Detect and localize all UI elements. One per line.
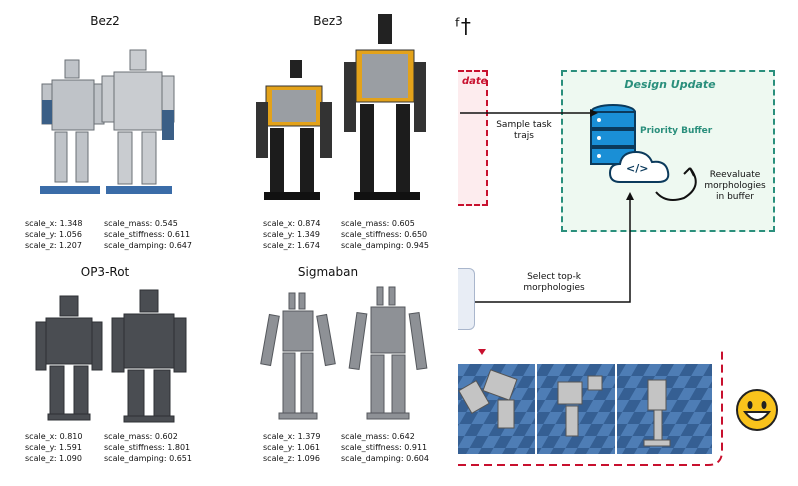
simulation-rollout-images: [458, 364, 712, 454]
policy-block-fragment: [458, 268, 475, 330]
header-fragment: ᶠ†: [455, 14, 471, 38]
select-topk-label: Select top-k morphologies: [523, 272, 585, 293]
update-box-partial: [458, 70, 488, 206]
robot-title-bez3: Bez3: [313, 14, 343, 28]
robot-title-op3-rot: OP3-Rot: [80, 265, 130, 279]
sample-label: Sample task trajs: [496, 120, 552, 141]
rollout-dashed-border: [458, 349, 723, 466]
reevaluate-loop-arrow: [655, 167, 697, 201]
sigmaban-robot-images: [260, 286, 428, 420]
bez2-robot-images: [40, 49, 175, 194]
select-topk-arrow: [460, 192, 634, 303]
smiley-face-icon: [736, 389, 778, 431]
bez3-robot-images: [256, 14, 426, 200]
priority-buffer-label: Priority Buffer: [640, 126, 713, 136]
robot-title-sigmaban: Sigmaban: [297, 265, 359, 279]
robot-title-bez2: Bez2: [90, 14, 120, 28]
op3-rot-robot-images: [35, 289, 187, 423]
cloud-code-icon: [608, 150, 670, 183]
sample-arrow: [460, 109, 598, 117]
reevaluate-label: Reevaluate morphologies in buffer: [704, 170, 766, 202]
code-glyph: </>: [626, 162, 649, 175]
update-box-title: date: [462, 76, 488, 87]
design-update-title: Design Update: [624, 78, 716, 91]
